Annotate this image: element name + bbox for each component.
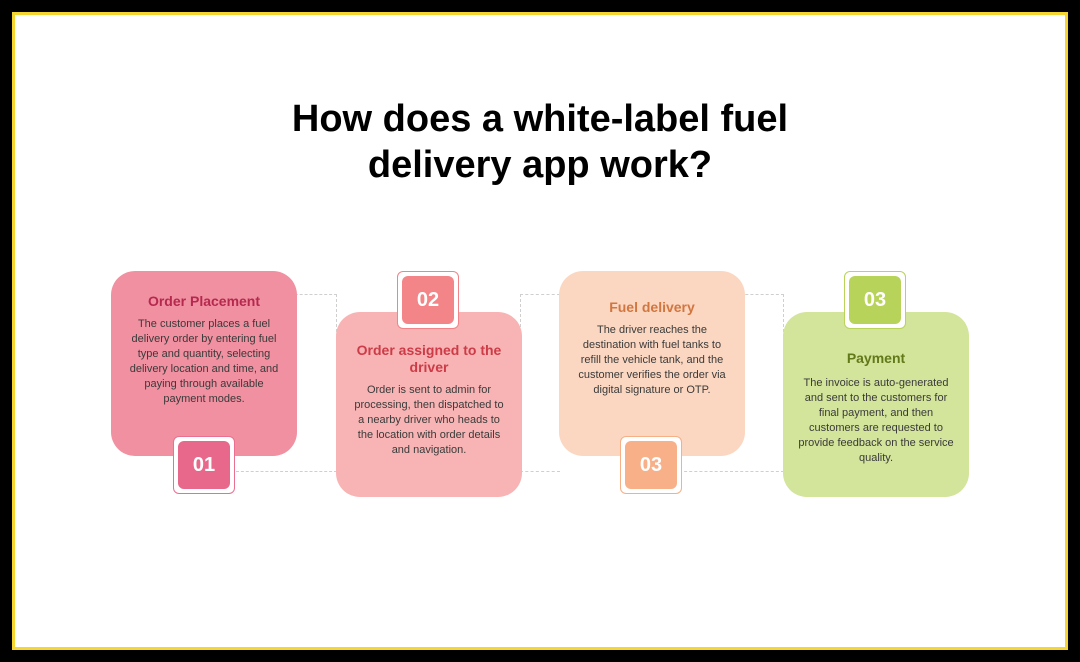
step-number: 01 — [178, 441, 230, 489]
step-description: The driver reaches the destination with … — [578, 324, 726, 396]
step-heading: Fuel delivery — [609, 299, 695, 315]
step-heading: Order Placement — [147, 293, 261, 309]
step-description: The invoice is auto-generated and sent t… — [798, 377, 954, 464]
step-number-badge: 02 — [397, 271, 459, 329]
title-line-1: How does a white-label fuel — [291, 98, 789, 140]
step-number: 03 — [849, 276, 901, 324]
step-description: The customer places a fuel delivery orde… — [129, 318, 279, 405]
title-line-2: delivery app work? — [367, 144, 713, 186]
page-title: How does a white-label fuel delivery app… — [0, 96, 1080, 188]
step-card-order-assigned: Order assigned to the driver Order is se… — [336, 312, 522, 497]
step-card-payment: Payment The invoice is auto-generated an… — [783, 312, 969, 497]
step-card-order-placement: Order Placement The customer places a fu… — [111, 271, 297, 456]
step-heading: Payment — [846, 350, 906, 366]
step-number-badge: 03 — [844, 271, 906, 329]
connector-2-3 — [520, 294, 560, 472]
step-card-fuel-delivery: Fuel delivery The driver reaches the des… — [559, 271, 745, 456]
step-number-badge: 01 — [173, 436, 235, 494]
step-number-badge: 03 — [620, 436, 682, 494]
step-description: Order is sent to admin for processing, t… — [354, 384, 504, 456]
step-number: 03 — [625, 441, 677, 489]
step-heading: Order assigned to the driver — [356, 342, 502, 375]
step-number: 02 — [402, 276, 454, 324]
